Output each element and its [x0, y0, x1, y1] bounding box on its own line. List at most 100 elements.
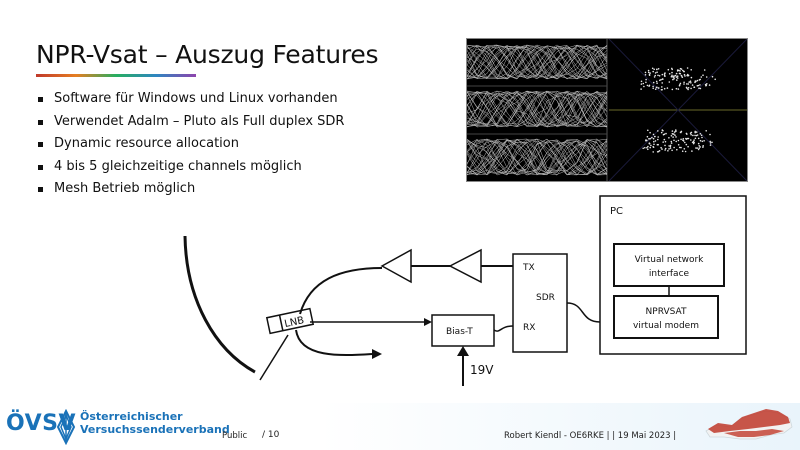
constellation-point	[682, 140, 685, 142]
eye-trace	[466, 138, 608, 175]
feature-item: Dynamic resource allocation	[36, 133, 344, 156]
constellation-point	[652, 81, 655, 84]
constellation-point	[652, 133, 655, 136]
constellation-point	[695, 147, 697, 149]
constellation-point	[670, 135, 673, 137]
eye-trace	[466, 91, 608, 128]
eye-trace	[466, 138, 608, 176]
constellation-point	[662, 141, 664, 143]
constellation-point	[697, 142, 700, 145]
eye-trace	[466, 91, 608, 128]
constellation-point	[660, 131, 663, 134]
constellation-point	[679, 131, 682, 134]
constellation-point	[692, 140, 695, 143]
feature-item: Verwendet Adalm – Pluto als Full duplex …	[36, 111, 344, 134]
constellation-point	[668, 73, 671, 75]
eye-trace	[466, 45, 608, 80]
constellation-point	[651, 67, 654, 70]
eye-trace	[466, 91, 608, 128]
constellation-point	[668, 81, 671, 83]
constellation-point	[699, 133, 702, 135]
constellation-point	[675, 130, 677, 133]
eye-trace	[466, 45, 608, 79]
constellation-point	[676, 77, 679, 79]
constellation-point	[672, 78, 674, 81]
sdr-label: SDR	[536, 293, 555, 303]
constellation-point	[671, 74, 673, 77]
eye-trace	[466, 44, 608, 80]
classification-label: Public	[222, 431, 248, 441]
constellation-point	[705, 84, 708, 87]
constellation-point	[711, 141, 713, 144]
author-date: Robert Kiendl - OE6RKE | | 19 Mai 2023 |	[504, 431, 677, 441]
austria-map-icon	[705, 409, 793, 440]
eye-trace	[466, 90, 608, 128]
constellation-point	[690, 87, 692, 90]
constellation-point	[708, 84, 711, 86]
constellation-point	[674, 74, 677, 77]
eye-trace	[466, 138, 608, 176]
constellation-point	[695, 131, 698, 133]
pc-label: PC	[610, 206, 623, 217]
constellation-point	[698, 147, 700, 149]
constellation-point	[652, 137, 655, 140]
constellation-point	[653, 76, 656, 78]
constellation-point	[664, 75, 666, 77]
constellation-point	[653, 143, 655, 146]
constellation-point	[714, 78, 716, 81]
constellation-point	[658, 75, 661, 77]
constellation-point	[656, 151, 659, 153]
eye-trace	[466, 92, 608, 128]
constellation-point	[706, 83, 708, 85]
constellation-point	[643, 85, 645, 88]
constellation-point	[680, 74, 683, 77]
constellation-point	[699, 87, 702, 90]
constellation-point	[657, 74, 659, 77]
constellation-point	[690, 76, 693, 79]
constellation-point	[709, 144, 712, 146]
organization-name: Österreichischer Versuchssenderverband	[80, 410, 230, 436]
constellation-point	[686, 67, 689, 69]
constellation-point	[686, 87, 688, 90]
constellation-point	[662, 129, 664, 132]
constellation-point	[642, 147, 644, 150]
constellation-point	[672, 136, 674, 138]
dish-reflector	[183, 235, 256, 374]
constellation-point	[677, 139, 680, 142]
constellation-point	[649, 146, 651, 149]
constellation-point	[698, 87, 700, 89]
constellation-point	[694, 134, 696, 137]
constellation-point	[652, 146, 655, 148]
constellation-point	[693, 86, 695, 88]
eye-trace	[466, 44, 608, 80]
constellation-point	[648, 138, 650, 140]
constellation-point	[700, 76, 703, 78]
constellation-point	[661, 148, 663, 150]
feature-list: Software für Windows und Linux vorhanden…	[36, 88, 344, 201]
constellation-point	[694, 80, 697, 82]
constellation-point	[699, 84, 701, 86]
constellation-point	[668, 148, 670, 150]
dish-feed-arm	[259, 334, 289, 381]
constellation-point	[676, 148, 678, 151]
constellation-point	[684, 141, 686, 144]
eye-trace	[466, 90, 608, 127]
constellation-point	[673, 77, 675, 80]
constellation-point	[673, 76, 675, 79]
constellation-point	[685, 138, 688, 140]
constellation-point	[654, 88, 657, 90]
constellation-point	[658, 87, 660, 89]
constellation-point	[670, 75, 673, 78]
eye-trace	[466, 44, 608, 80]
constellation-point	[652, 87, 654, 90]
constellation-point	[688, 81, 690, 83]
constellation-point	[671, 149, 673, 152]
constellation-point	[705, 76, 708, 78]
constellation-point	[696, 134, 699, 136]
constellation-point	[671, 130, 674, 132]
constellation-point	[700, 134, 703, 137]
eye-trace	[466, 90, 608, 125]
constellation-point	[701, 136, 703, 139]
constellation-point	[709, 140, 711, 143]
constellation-point	[656, 71, 658, 73]
